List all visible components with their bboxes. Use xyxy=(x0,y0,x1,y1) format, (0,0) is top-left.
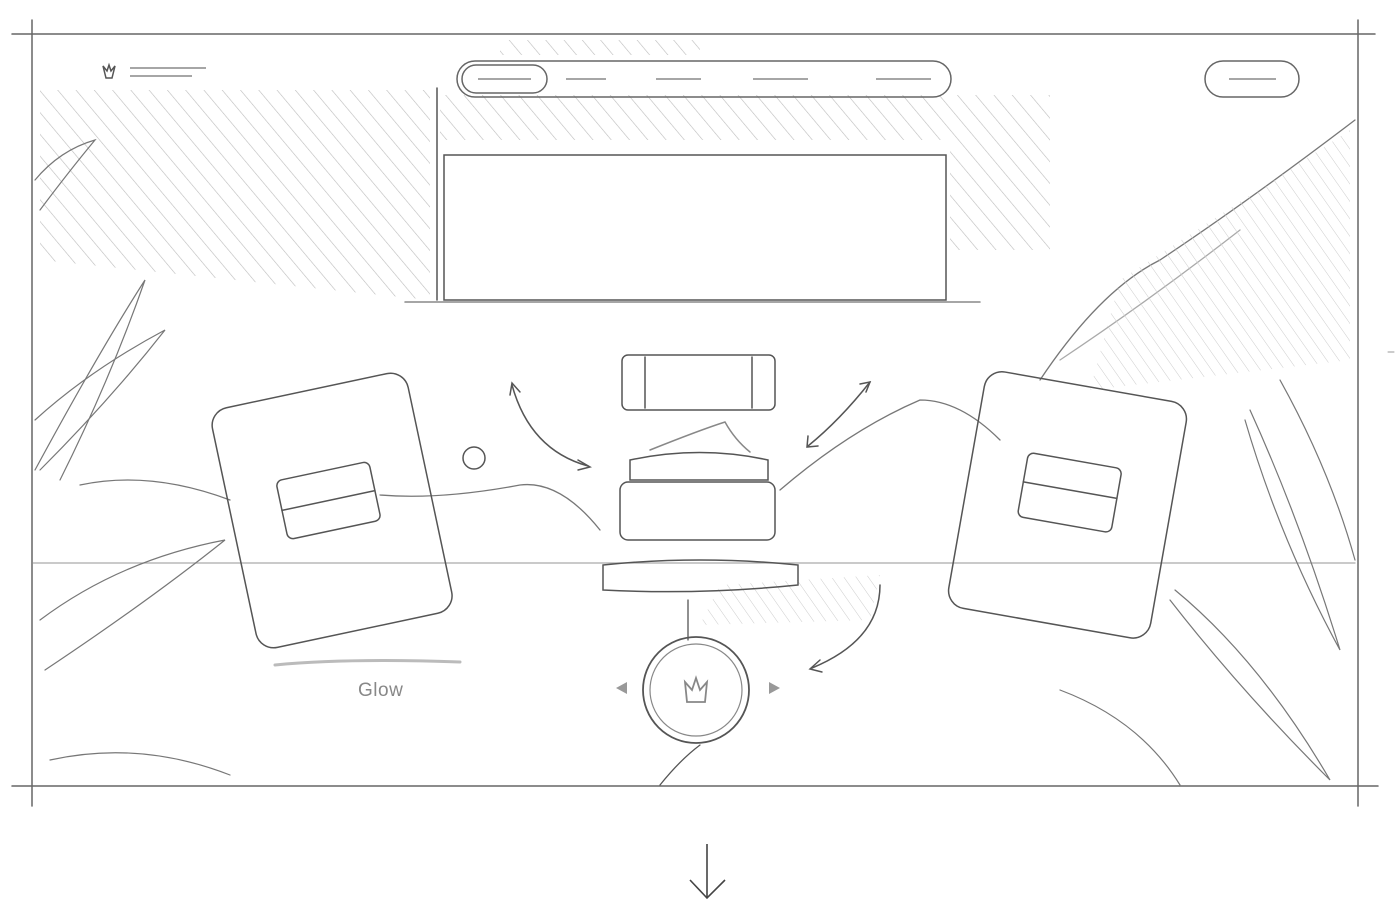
jar-lid xyxy=(621,354,776,411)
carousel-center-button[interactable] xyxy=(640,634,752,746)
triangle-left-icon[interactable] xyxy=(614,680,630,696)
product-card-left xyxy=(211,372,453,649)
jar-exploded-view xyxy=(602,354,799,593)
carousel-dot xyxy=(462,446,486,470)
leaves-right xyxy=(1059,379,1356,786)
page-frame xyxy=(11,19,1379,807)
hero-banner-box xyxy=(404,87,981,303)
product-card-right xyxy=(947,371,1188,639)
nav-item-5[interactable] xyxy=(870,64,940,94)
rotation-arrows xyxy=(509,380,881,673)
header-cta-button[interactable] xyxy=(1204,60,1300,98)
jar-base xyxy=(602,559,799,593)
product-label: Glow xyxy=(358,680,404,701)
arrow-down-icon[interactable] xyxy=(688,842,728,902)
tulip-logo-icon xyxy=(683,675,709,703)
sky-hatching-left xyxy=(40,90,430,300)
sky-hatching-center xyxy=(440,95,1050,250)
leaves-left xyxy=(34,138,231,776)
jar-thread xyxy=(629,451,769,481)
nav-item-4[interactable] xyxy=(745,64,815,94)
nav-item-3[interactable] xyxy=(650,64,710,94)
tulip-logo-icon xyxy=(102,62,206,79)
logo[interactable] xyxy=(100,62,210,84)
nav-item-2[interactable] xyxy=(560,64,620,94)
jar-body xyxy=(619,481,776,541)
triangle-right-icon[interactable] xyxy=(766,680,782,696)
nav-bar xyxy=(456,60,952,98)
nav-item-active[interactable] xyxy=(462,64,547,94)
